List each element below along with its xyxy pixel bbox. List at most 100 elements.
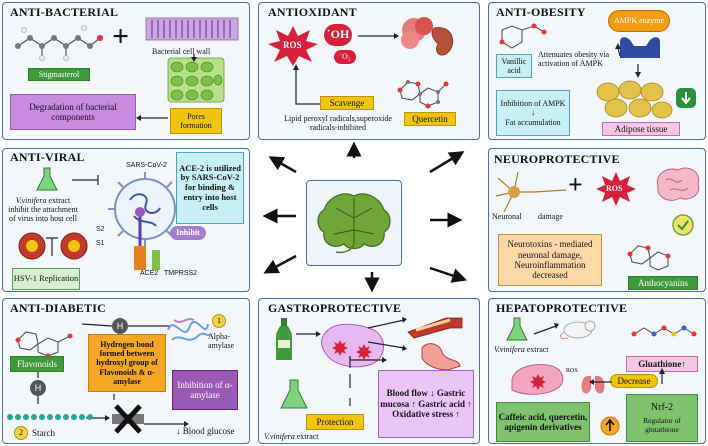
number-2-badge: 2 <box>14 426 28 440</box>
decrease-badge: Decrease <box>610 374 658 388</box>
gastro-vv-italic: V.vinifera <box>264 432 295 441</box>
gastro-vv-extract: extract <box>294 432 319 441</box>
lipid-text: Lipid peroxyl radicals,superoxide radica… <box>284 114 392 133</box>
hep-flask-icon <box>506 317 528 341</box>
antiviral-title: ANTI-VIRAL <box>10 150 85 164</box>
glutathione-molecule-icon <box>631 325 697 337</box>
down-arrow-text: ↓ <box>531 108 535 118</box>
hep-arrows <box>533 323 665 385</box>
alpha-amylase-protein-icon <box>167 318 211 341</box>
grape-leaf-icon <box>317 193 391 254</box>
lungs-icon <box>581 368 605 394</box>
gastro-flask-icon <box>280 379 308 409</box>
blood-glucose-label: ↓ Blood glucose <box>176 426 235 436</box>
mouse-icon <box>560 320 596 339</box>
stigmasterol-box: Stigmasterol <box>28 68 90 81</box>
plus-sign: + <box>112 20 130 53</box>
hsv-virus-icon <box>18 232 88 260</box>
vv-italic: V.vinifera <box>15 196 47 205</box>
ampk-receptor-icon <box>620 37 660 58</box>
flavonoid-molecule-icon <box>15 331 73 359</box>
inhibit-badge: Inhibit <box>170 226 206 240</box>
antiviral-inhibit-lines <box>72 175 99 185</box>
anthocyanins-box: Anthocyanins <box>628 276 698 290</box>
gastroprotective-title: GASTROPROTECTIVE <box>268 301 402 315</box>
h-badge-mid: H <box>30 380 46 396</box>
check-circle-icon <box>672 214 694 236</box>
adipose-tissue-box: Adipose tissue <box>602 122 680 136</box>
scavenge-box: Scavenge <box>320 96 374 110</box>
gastro-effects-box: Blood flow ↓ Gastric mucosa ↑ Gastric ac… <box>378 370 474 438</box>
antiobesity-arrows <box>615 43 641 78</box>
bacterial-cell-wall-icon <box>145 17 239 41</box>
gastro-vv-text: V.vinifera extract <box>264 432 319 441</box>
antiviral-vv-text: V.vinifera extract inhibit the attachmen… <box>6 196 80 224</box>
spike-receptor-icon <box>134 207 160 270</box>
quercetin-box: Quercetin <box>404 112 456 126</box>
kidney-icon <box>401 17 454 56</box>
ace2-info-box: ACE-2 is utilized by SARS-CoV-2 for bind… <box>176 152 244 224</box>
anthocyanin-molecule-icon <box>627 245 671 271</box>
s2-label: S2 <box>96 226 105 233</box>
sars-label: SARS-CoV-2 <box>126 162 167 169</box>
nrf2-label: Nrf-2 <box>650 401 674 413</box>
hep-vv-extract: extract <box>524 345 549 354</box>
antiobesity-title: ANTI-OBESITY <box>496 5 586 19</box>
hep-vv-italic: V.vinifera <box>494 345 525 354</box>
regulator-label: Regulator of glutathione <box>643 416 681 434</box>
neuro-plus-sign: + <box>568 170 583 199</box>
tmprss2-label: TMPRSS2 <box>164 270 198 277</box>
quercetin-molecule-icon <box>397 80 449 109</box>
neuroprotective-title: NEUROPROTECTIVE <box>494 152 620 166</box>
nrf2-box: Nrf-2 Regulator of glutathione <box>626 394 698 442</box>
inhibition-ampk-box: Inhibition of AMPK ↓ Fat accumulation <box>496 90 570 136</box>
ros-burst-icon <box>268 26 318 66</box>
antibacterial-title: ANTI-BACTERIAL <box>10 5 119 19</box>
cell-wall-label: Bacterial cell wall <box>152 47 211 56</box>
ampk-box: AMPK enzyme <box>608 10 670 32</box>
blood-vessel-icon <box>407 317 463 339</box>
fat-accumulation-text: Fat accumulation <box>505 117 561 127</box>
alpha-amylase-label: Alpha-amylase <box>208 332 235 351</box>
pores-icon <box>167 57 225 103</box>
flask-icon <box>36 167 58 191</box>
vanillic-acid-box: Vanillic acid <box>496 54 532 78</box>
neurotoxins-box: Neurotoxins - mediated neuronal damage, … <box>498 234 602 286</box>
superoxide-badge: ˙O₂ <box>334 50 356 64</box>
neuron-icon <box>495 171 567 213</box>
hsv-replication-box: HSV-1 Replication <box>12 268 80 290</box>
damage-label: damage <box>538 212 563 221</box>
antibacterial-arrows <box>136 54 197 121</box>
antioxidant-flow-arrows <box>293 33 399 105</box>
stomach-icon <box>421 343 461 371</box>
h-badge-top: H <box>112 318 128 334</box>
antidiabetic-title: ANTI-DIABETIC <box>10 301 106 315</box>
bottle-icon <box>276 318 292 360</box>
neuro-ros-label: ROS <box>606 184 623 193</box>
oh-radical-badge: ˙OH <box>324 24 352 46</box>
flavonoids-box: Flavonoids <box>10 356 64 372</box>
fat-cells-icon <box>596 80 673 119</box>
neuro-ros-burst-icon <box>596 172 636 206</box>
ros-label: ROS <box>283 40 302 50</box>
blocked-x-icon <box>112 404 144 434</box>
antioxidant-title: ANTIOXIDANT <box>268 5 357 19</box>
vv-extract-text: extract inhibit the attachment of virus … <box>8 196 78 224</box>
degradation-box: Degradation of bacterial components <box>10 94 136 130</box>
inhibition-amylase-box: Inhibition of α-amylase <box>172 370 238 410</box>
antiobesity-molecule-icon <box>499 23 547 49</box>
stomach-lesion-icon <box>321 323 384 368</box>
s1-label: S1 <box>96 240 105 247</box>
liver-icon <box>511 364 564 395</box>
gastro-arrows <box>296 317 407 406</box>
starch-label: Starch <box>32 428 55 438</box>
hepatoprotective-title: HEPATOPROTECTIVE <box>496 301 628 315</box>
inhibition-ampk-text: Inhibition of AMPK <box>500 99 566 109</box>
hep-ros-label: ROS <box>566 368 578 374</box>
neuronal-label: Neuronal <box>492 212 522 221</box>
protection-box: Protection <box>306 414 364 430</box>
attenuates-text: Attenuates obesity via activation of AMP… <box>538 50 610 69</box>
hep-vv-text: V.vinifera extract <box>494 345 549 354</box>
antidiabetic-lines <box>37 323 189 427</box>
hydrogen-bond-box: Hydrogen bond formed between hydroxyl gr… <box>88 334 166 392</box>
